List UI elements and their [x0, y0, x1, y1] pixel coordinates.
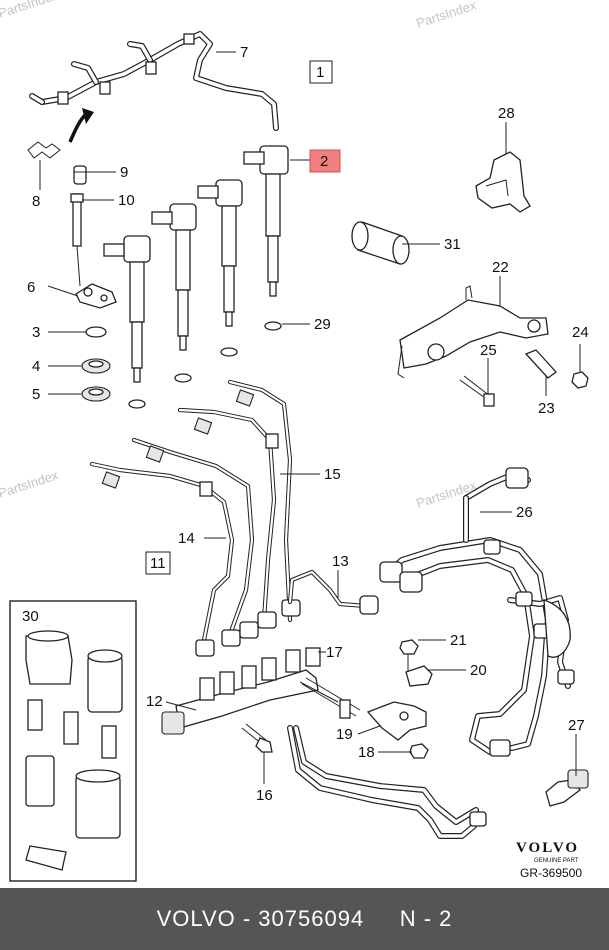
callout-29: 29	[314, 316, 331, 333]
leader-lines	[39, 51, 581, 784]
genuine-part-text: GENUINE PART	[534, 858, 579, 864]
bolt-part-10	[70, 193, 84, 247]
callout-5: 5	[32, 386, 40, 403]
footer-part-number: VOLVO - 30756094 N - 2	[156, 906, 453, 931]
callout-26: 26	[516, 504, 533, 521]
sleeve-part-31	[351, 221, 410, 265]
callout-28: 28	[498, 105, 515, 122]
bracket-part-22	[397, 285, 549, 379]
cap-part-9	[73, 165, 87, 185]
injector-3	[197, 179, 243, 357]
callout-9: 9	[120, 164, 128, 181]
callout-25: 25	[480, 342, 497, 359]
callout-3: 3	[32, 324, 40, 341]
parts-diagram: PartsIndex PartsIndex PartsIndex PartsIn…	[0, 0, 589, 882]
callout-24: 24	[572, 324, 589, 341]
callout-6: 6	[27, 279, 35, 296]
pipe-fittings	[195, 599, 301, 657]
callout-4: 4	[32, 358, 40, 375]
stud-part-23	[524, 349, 557, 379]
volvo-logo: VOLVO GENUINE PART	[516, 840, 579, 864]
callout-10: 10	[118, 192, 135, 209]
callout-17: 17	[326, 644, 343, 661]
return-hose-assembly	[29, 31, 279, 143]
callout-13: 13	[332, 553, 349, 570]
callout-7: 7	[240, 44, 248, 61]
injector-2	[151, 203, 197, 383]
sensor-part-27	[545, 769, 589, 807]
callout-box-2	[309, 149, 341, 173]
seal-part-5	[81, 386, 111, 402]
callout-box-1	[309, 60, 333, 84]
washer-part-3	[85, 326, 107, 338]
fuel-hoses-part-26	[287, 467, 575, 839]
bracket-part-28	[475, 151, 531, 213]
kit-frame-part-30	[9, 600, 137, 882]
pipe-part-13	[287, 569, 379, 615]
callout-27: 27	[568, 717, 585, 734]
callout-2: 2	[320, 153, 328, 170]
watermark-top-left: PartsIndex	[0, 0, 61, 21]
clip-part-20	[405, 665, 433, 687]
watermark-mid-left: PartsIndex	[0, 467, 61, 501]
callout-15: 15	[324, 466, 341, 483]
callout-1: 1	[316, 64, 324, 81]
callout-12: 12	[146, 693, 163, 710]
volvo-logo-text: VOLVO	[516, 840, 579, 856]
bolt-part-25	[459, 375, 495, 407]
seal-part-4	[81, 358, 111, 374]
pressure-pipes-14	[89, 437, 255, 643]
footer-bar: VOLVO - 30756094 N - 2	[0, 888, 609, 950]
clip-part-8	[27, 141, 61, 159]
callout-30: 30	[22, 608, 39, 625]
nut-part-24	[571, 371, 589, 389]
watermark-top-right: PartsIndex	[414, 0, 478, 31]
callout-23: 23	[538, 400, 555, 417]
callout-18: 18	[358, 744, 375, 761]
nut-part-18	[409, 743, 429, 759]
callout-8: 8	[32, 193, 40, 210]
pressure-pipes-15	[177, 379, 293, 623]
figure-ref: GR-369500	[520, 866, 582, 880]
callout-11: 11	[150, 555, 166, 572]
injector-1	[103, 235, 151, 409]
callout-22: 22	[492, 259, 509, 276]
callout-31: 31	[444, 236, 461, 253]
clamp-part-6	[75, 245, 117, 309]
callout-20: 20	[470, 662, 487, 679]
bolt-part-16	[241, 723, 273, 753]
bracket-part-19	[366, 701, 427, 741]
callout-19: 19	[336, 726, 353, 743]
callout-box-11	[145, 551, 171, 575]
valve-part-17	[299, 681, 351, 719]
injector-4	[243, 145, 289, 331]
callout-16: 16	[256, 787, 273, 804]
callout-14: 14	[178, 530, 195, 547]
kit-items	[25, 630, 123, 871]
callout-21: 21	[450, 632, 467, 649]
